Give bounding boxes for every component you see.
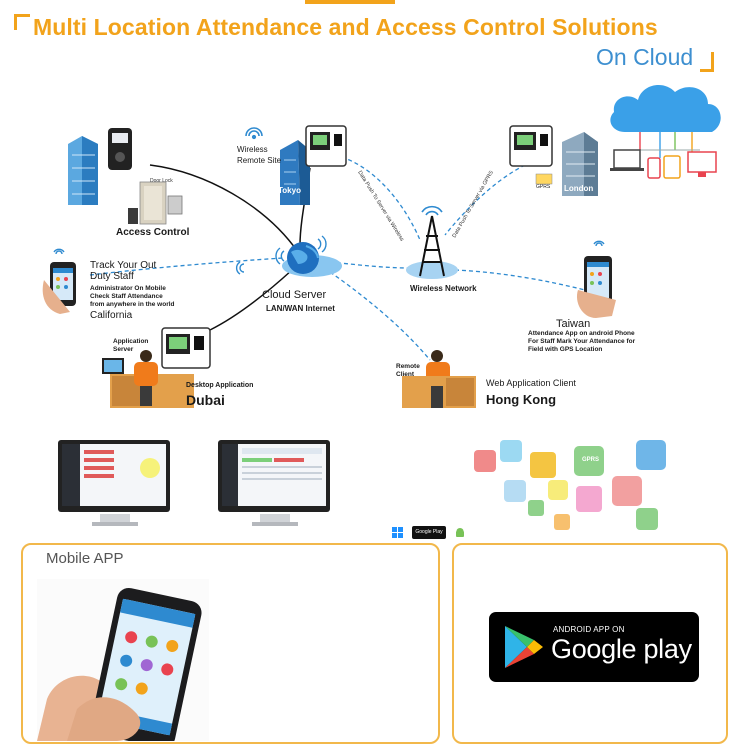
cloud-storage-icon: [610, 85, 721, 158]
dubai-app-label: Desktop Application: [186, 382, 254, 389]
biometric-device-icon: [108, 128, 132, 170]
network-diagram: Data Push To Server via Wireless Data Pu…: [42, 85, 721, 530]
taiwan-description: Attendance App on android Phone For Staf…: [528, 330, 636, 353]
link-wireless-to-taiwan: [454, 269, 586, 291]
hongkong-app-label: Web Application Client: [486, 378, 576, 388]
dubai-city: Dubai: [186, 392, 225, 408]
door-lock-icon: [128, 181, 183, 225]
google-play-big-text: Google play: [551, 634, 692, 664]
tokyo-biometric-device-icon: [305, 125, 347, 167]
client-devices-icon: [610, 149, 717, 179]
android-icon: [456, 528, 464, 537]
desktop-app-monitor-2: [218, 440, 330, 526]
link-dubai-to-cloud: [209, 269, 293, 331]
link-london-to-wireless: [444, 164, 526, 236]
title-corner-bracket-left: [14, 14, 30, 30]
page-title: Multi Location Attendance and Access Con…: [33, 14, 658, 40]
london-building-icon: [562, 132, 598, 196]
wireless-network-label: Wireless Network: [410, 284, 477, 293]
wireless-tower-icon: [406, 205, 458, 279]
mobile-app-phone-image: [37, 579, 209, 741]
title-corner-bracket-right: [700, 52, 714, 72]
link-access-control-to-cloud: [149, 164, 299, 253]
office-building-icon: [68, 136, 98, 205]
california-city: California: [90, 310, 133, 321]
link-cloud-to-hongkong: [329, 271, 431, 361]
london-gprs-icon: [535, 173, 553, 185]
cloud-server-wifi-right-icon: [317, 235, 327, 253]
tokyo-city-label: Tokyo: [278, 186, 301, 195]
app-icons-cluster: [474, 440, 666, 530]
dubai-biometric-device-icon: [161, 327, 211, 369]
page-subtitle: On Cloud: [596, 44, 694, 70]
dubai-server-label: Application Server: [113, 338, 149, 353]
gprs-app-icon-label: GPRS: [582, 457, 600, 463]
taiwan-phone-icon: [576, 256, 616, 318]
google-play-small-text: ANDROID APP ON: [553, 625, 625, 634]
tokyo-wireless-label: Wireless Remote Site: [237, 144, 297, 166]
california-phone-icon: [42, 262, 76, 314]
dubai-wifi-icon: [235, 261, 245, 275]
tokyo-tower-icon: [280, 140, 310, 205]
london-city-label: London: [564, 184, 594, 193]
tokyo-wireless-text: Wireless Remote Site: [237, 145, 282, 165]
california-heading: Track Your Out Duty Staff: [90, 260, 157, 282]
cloud-server-label: Cloud Server: [262, 289, 327, 301]
london-gprs-label: GPRS: [536, 184, 551, 190]
taiwan-wifi-icon: [593, 240, 605, 247]
tokyo-wifi-icon: [245, 127, 263, 140]
google-play-button[interactable]: ANDROID APP ON Google play: [489, 612, 699, 682]
dubai-workstation-icon: [102, 350, 194, 408]
california-description: Administrator On Mobile Check Staff Atte…: [90, 285, 175, 308]
cloud-server-sublabel: LAN/WAN Internet: [266, 304, 335, 313]
hongkong-workstation-icon: [402, 350, 476, 408]
desktop-app-monitor-1: [58, 440, 170, 526]
door-lock-label: Door Lock: [150, 178, 173, 184]
link-california-to-cloud: [89, 257, 284, 276]
taiwan-city: Taiwan: [556, 318, 591, 330]
mobile-app-panel: Mobile APP: [21, 543, 440, 744]
london-biometric-device-icon: [509, 125, 553, 167]
hongkong-remote-label: Remote Client: [396, 363, 420, 378]
google-play-panel: ANDROID APP ON Google play: [452, 543, 728, 744]
mobile-app-title: Mobile APP: [46, 550, 124, 567]
top-accent-tab: [305, 0, 395, 4]
cloud-server-globe-icon: [282, 242, 342, 277]
edge-label-london: Data Push To Server via GPRS: [452, 170, 496, 239]
link-cloud-to-wireless: [329, 261, 411, 269]
access-control-label: Access Control: [116, 227, 190, 238]
hand-holding-phone-icon: [37, 579, 209, 741]
edge-label-tokyo: Data Push To Server via Wireless: [356, 170, 405, 243]
platform-badges: Google Play: [392, 526, 472, 540]
cloud-server-wifi-left-icon: [275, 247, 285, 265]
windows-icon: [392, 527, 404, 539]
google-play-small-badge[interactable]: Google Play: [412, 526, 446, 539]
google-play-logo-icon: [505, 626, 543, 668]
california-wifi-icon: [53, 248, 65, 255]
hongkong-city: Hong Kong: [486, 392, 557, 407]
